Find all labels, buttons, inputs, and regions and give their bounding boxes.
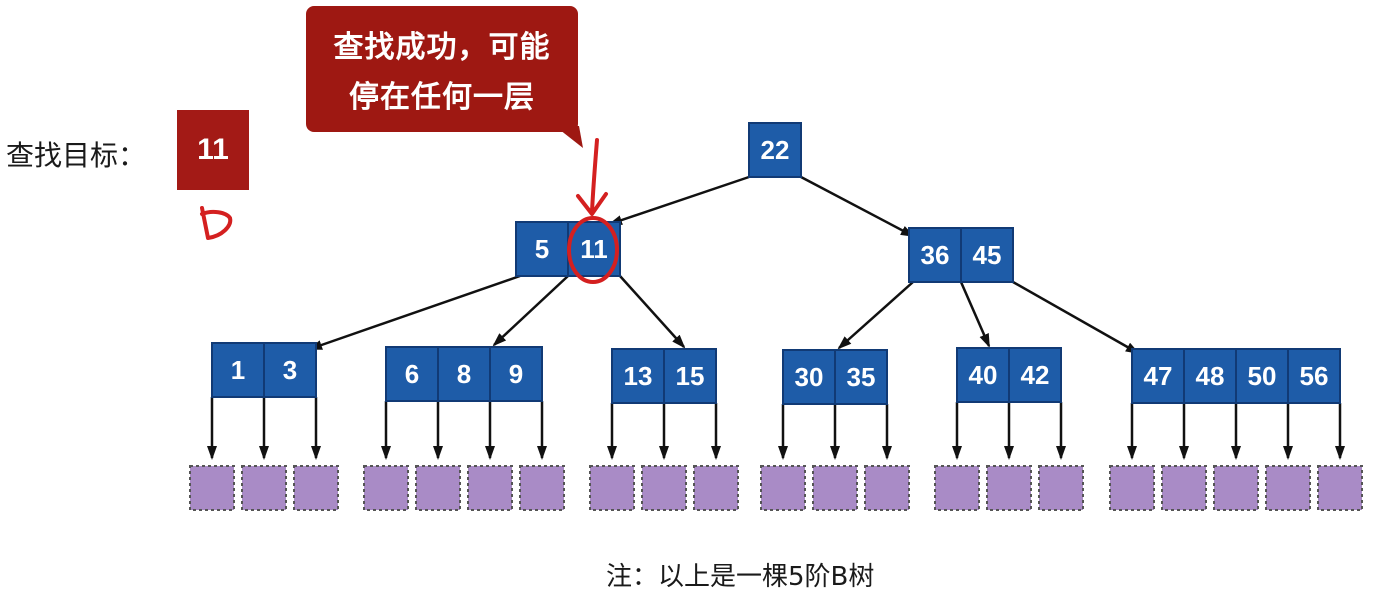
empty-leaf — [934, 465, 980, 511]
key-label: 42 — [1021, 360, 1050, 390]
callout-bubble: 查找成功，可能 停在任何一层 — [306, 6, 578, 132]
leaf-pointer-arrows — [207, 397, 1345, 460]
key-label: 36 — [921, 240, 950, 270]
tree-edge — [800, 175, 915, 238]
empty-leaf — [1213, 465, 1259, 511]
key-label: 47 — [1144, 361, 1173, 391]
hand-annotations — [200, 138, 619, 284]
internal-node: 5 11 — [515, 221, 621, 277]
key-cell — [908, 227, 962, 283]
key-cell — [515, 221, 569, 277]
key-label: 5 — [535, 234, 549, 264]
callout-line-2: 停在任何一层 — [349, 80, 535, 115]
empty-leaf — [363, 465, 409, 511]
key-label: 11 — [580, 234, 608, 264]
empty-leaf — [760, 465, 806, 511]
tree-edge — [308, 274, 521, 351]
empty-leaf — [589, 465, 635, 511]
key-label: 3 — [283, 355, 297, 385]
empty-leaf — [693, 465, 739, 511]
key-cell — [611, 348, 665, 404]
key-label: 15 — [676, 361, 705, 391]
callout-pointer — [555, 126, 583, 148]
key-cell — [782, 349, 836, 405]
footnote: 注：以上是一棵5阶B树 — [606, 562, 875, 592]
empty-leaf — [1161, 465, 1207, 511]
leaf-level-node: 47 48 50 56 — [1131, 348, 1341, 404]
search-target-label: 查找目标： — [6, 139, 147, 172]
tree-edge — [608, 175, 750, 226]
key-label: 30 — [795, 362, 824, 392]
empty-leaf — [641, 465, 687, 511]
empty-leaf — [1038, 465, 1084, 511]
empty-leaf — [1109, 465, 1155, 511]
leaf-level-node: 6 8 9 — [385, 346, 543, 402]
key-label: 22 — [761, 135, 790, 165]
key-cell — [489, 346, 543, 402]
empty-leaf — [986, 465, 1032, 511]
key-label: 1 — [231, 355, 245, 385]
tree-edge — [619, 275, 686, 349]
key-cell — [663, 348, 717, 404]
key-cell — [748, 122, 802, 178]
key-cell — [1287, 348, 1341, 404]
key-label: 48 — [1196, 361, 1225, 391]
empty-leaf — [415, 465, 461, 511]
search-target-box: 11 — [177, 110, 249, 190]
empty-leaf — [519, 465, 565, 511]
empty-leaf — [467, 465, 513, 511]
tree-edge — [1012, 280, 1140, 355]
tree-edge — [959, 281, 991, 348]
key-cell — [385, 346, 439, 402]
empty-leaf — [812, 465, 858, 511]
key-label: 45 — [973, 240, 1002, 270]
key-label: 56 — [1300, 361, 1329, 391]
key-cell — [960, 227, 1014, 283]
leaf-level-node: 40 42 — [956, 347, 1062, 403]
key-label: 35 — [847, 362, 876, 392]
key-label: 8 — [457, 359, 471, 389]
key-label: 9 — [509, 359, 523, 389]
empty-leaf — [189, 465, 235, 511]
key-cell — [263, 342, 317, 398]
tree-edge — [837, 281, 914, 350]
root-node: 22 — [748, 122, 802, 178]
empty-leaf — [1265, 465, 1311, 511]
key-cell — [211, 342, 265, 398]
empty-leaf — [1317, 465, 1363, 511]
tree-edge — [492, 275, 569, 347]
leaf-level-node: 13 15 — [611, 348, 717, 404]
leaf-nodes — [189, 465, 1363, 511]
key-label: 6 — [405, 359, 419, 389]
key-cell — [834, 349, 888, 405]
key-cell — [956, 347, 1010, 403]
callout-line-1: 查找成功，可能 — [333, 30, 551, 65]
key-label: 40 — [969, 360, 998, 390]
key-cell — [1235, 348, 1289, 404]
key-label: 50 — [1248, 361, 1277, 391]
red-down-arrow-icon — [576, 138, 608, 216]
empty-leaf — [241, 465, 287, 511]
internal-node: 36 45 — [908, 227, 1014, 283]
empty-leaf — [293, 465, 339, 511]
highlight-circle — [567, 216, 619, 284]
key-cell — [1008, 347, 1062, 403]
key-cell — [437, 346, 491, 402]
tree-edges — [308, 175, 1140, 355]
scribble-mark-icon — [200, 206, 233, 240]
empty-leaf — [864, 465, 910, 511]
key-label: 13 — [624, 361, 653, 391]
leaf-level-node: 30 35 — [782, 349, 888, 405]
